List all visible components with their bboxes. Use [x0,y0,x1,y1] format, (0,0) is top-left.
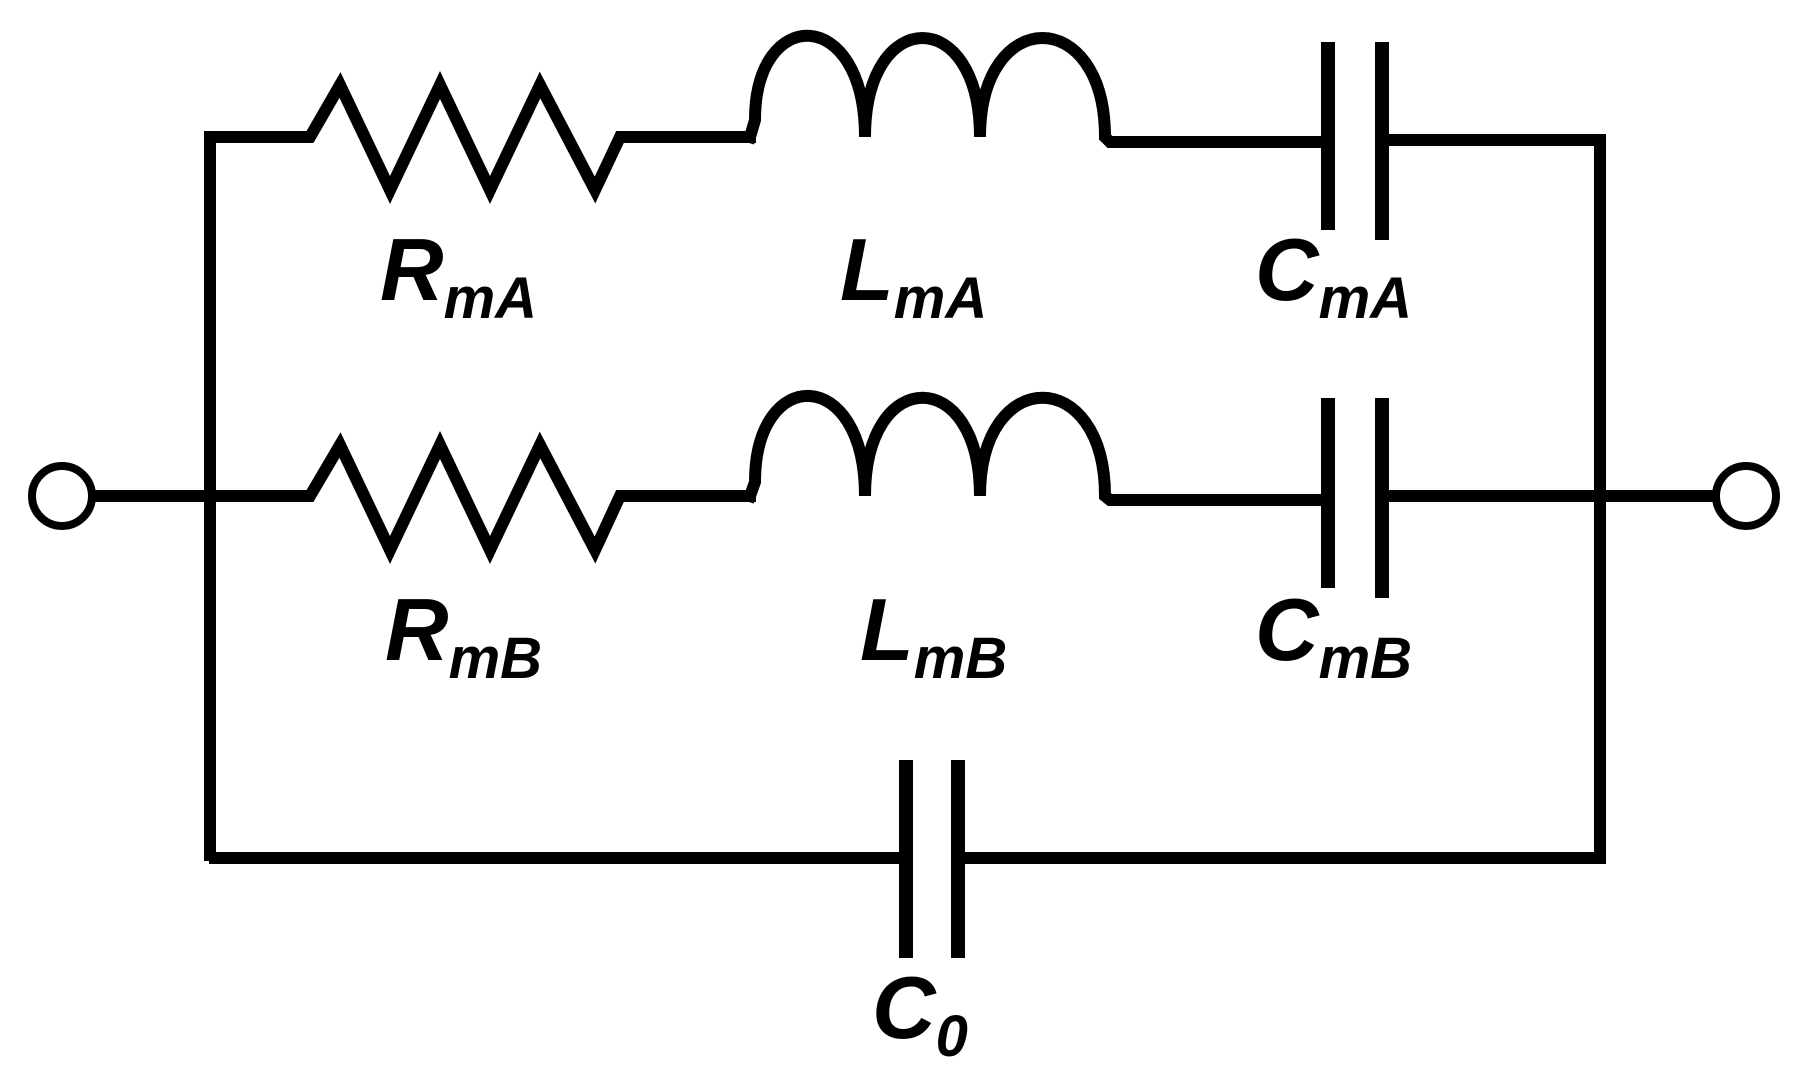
capacitor-c0 [899,760,965,958]
branch-a [204,29,1606,240]
inductor-lma [742,29,1326,148]
capacitor-cma [1321,42,1389,240]
label-lma: LmA [840,220,987,331]
left-terminal [28,462,221,530]
resistor-rma [204,71,756,204]
right-terminal [1594,462,1780,530]
capacitor-cmb [1321,398,1389,598]
resistor-rmb [209,431,756,564]
label-rma: RmA [380,220,537,331]
label-lmb: LmB [860,580,1007,691]
inductor-lmb [742,389,1326,506]
branch-b [209,389,1606,598]
label-rmb: RmB [385,580,542,691]
label-c0: C0 [872,958,968,1069]
label-cmb: CmB [1255,580,1412,691]
branch-c0 [209,760,1606,958]
label-cma: CmA [1255,220,1412,331]
